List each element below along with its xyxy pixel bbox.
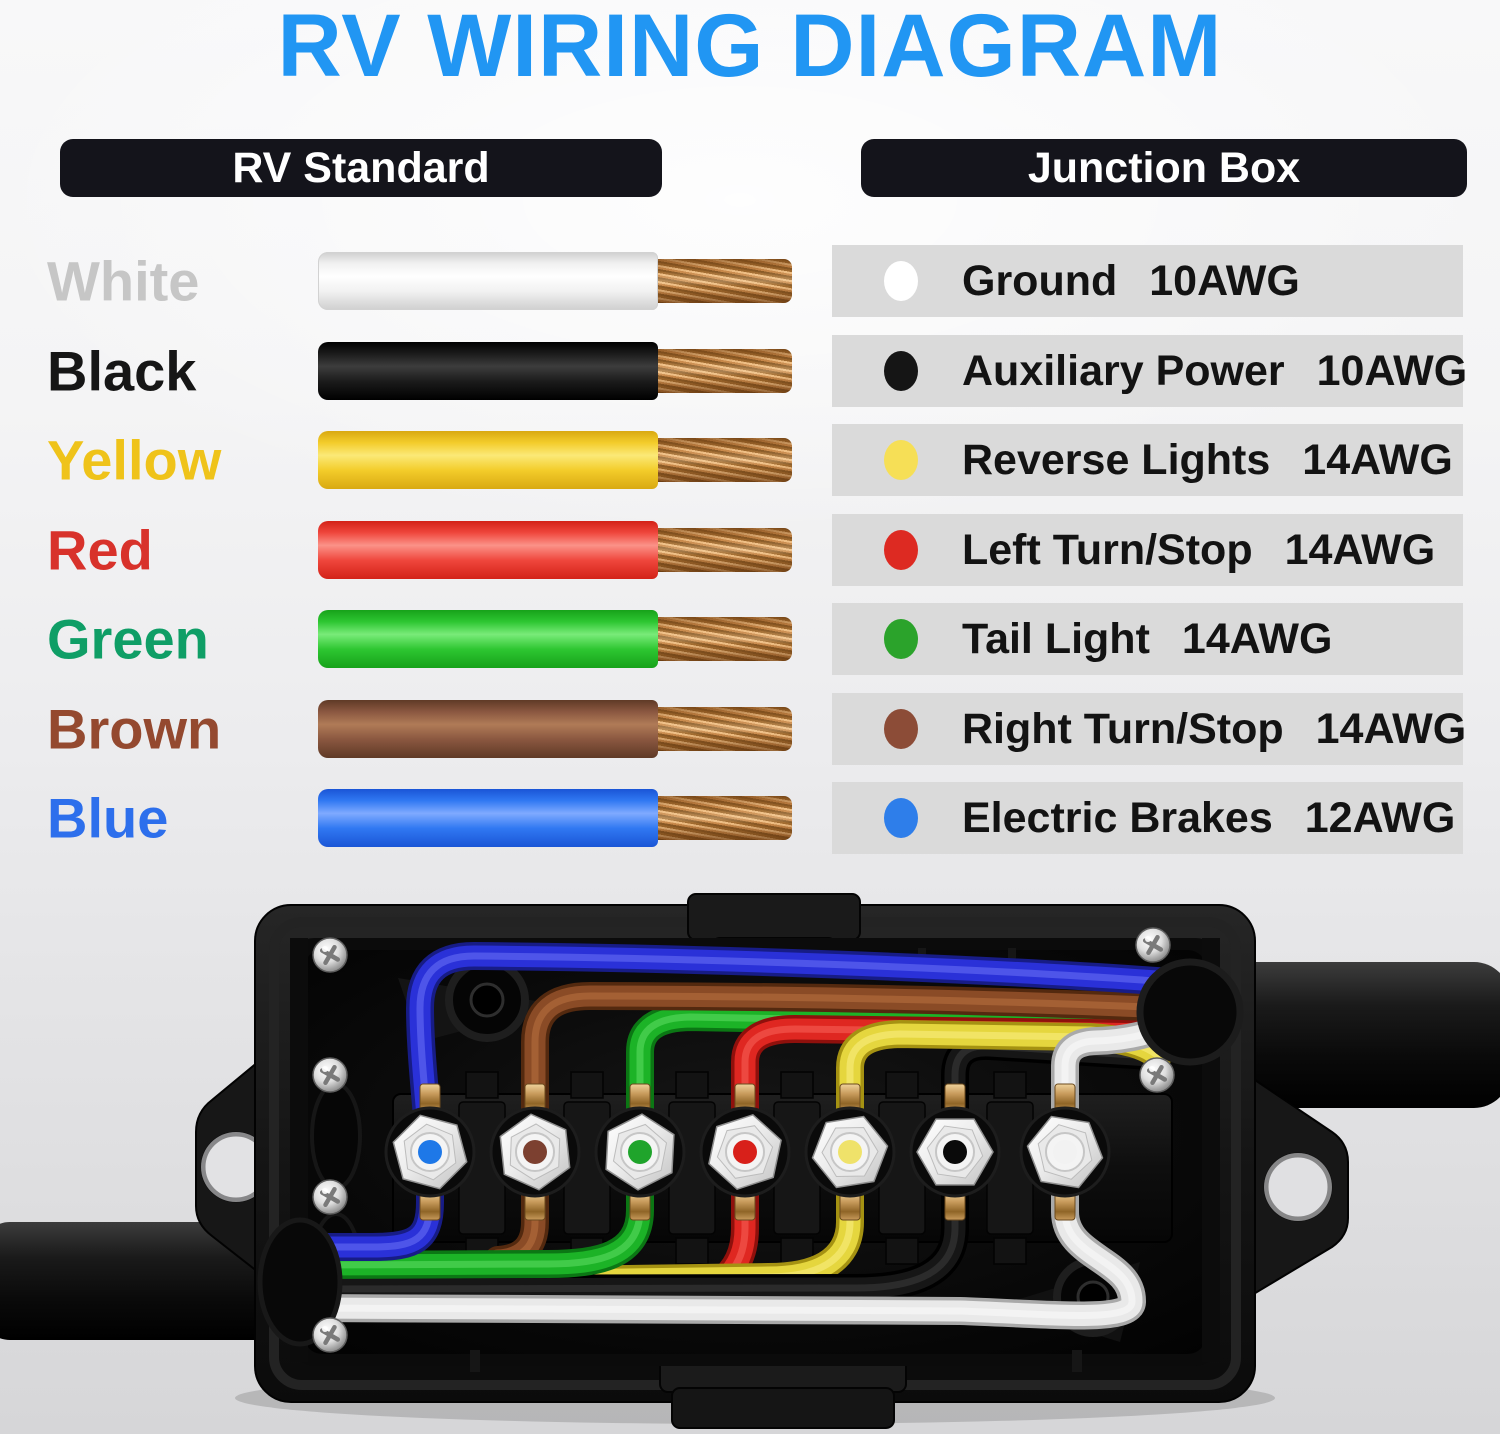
- junction-box-illustration: [0, 893, 1500, 1429]
- wire-label: Red: [47, 518, 153, 582]
- legend-row-electric-brakes: Electric Brakes 12AWG: [832, 782, 1463, 854]
- terminal-red: [699, 1083, 791, 1221]
- legend-gauge: 10AWG: [1149, 256, 1300, 305]
- wire-copper-strands: [656, 617, 792, 661]
- page-title: RV WIRING DIAGRAM: [277, 0, 1223, 95]
- terminal-white: [1019, 1083, 1111, 1221]
- wire-row-red: Red: [0, 519, 810, 582]
- wire-dot: [884, 530, 918, 570]
- wire-label: White: [47, 249, 200, 313]
- terminal-dot-brown: [523, 1140, 547, 1164]
- legend-gauge: 14AWG: [1302, 435, 1453, 484]
- wire-copper-strands: [656, 707, 792, 751]
- terminal-block-terminals: [384, 1083, 1111, 1221]
- terminal-dot-black: [943, 1140, 967, 1164]
- legend-gauge: 14AWG: [1284, 525, 1436, 574]
- wire-row-black: Black: [0, 340, 810, 403]
- wire-dot: [884, 798, 918, 838]
- wire-insulation: [318, 252, 658, 310]
- phillips-screw: [312, 937, 348, 973]
- exit-grommet-right: [1136, 958, 1244, 1066]
- legend-row-tail-light: Tail Light 14AWG: [832, 603, 1463, 675]
- wire-insulation: [318, 342, 658, 400]
- legend-function: Reverse Lights: [962, 435, 1271, 484]
- wire-insulation: [318, 610, 658, 668]
- wire-label: Black: [47, 339, 197, 403]
- wire-label: Brown: [47, 697, 222, 761]
- terminal-dot-yellow: [838, 1140, 862, 1164]
- legend-gauge: 12AWG: [1304, 793, 1456, 842]
- wire-row-brown: Brown: [0, 698, 810, 761]
- terminal-dot-white: [1053, 1140, 1077, 1164]
- wire-copper-strands: [656, 349, 792, 393]
- terminal-black: [909, 1083, 1001, 1221]
- legend-function: Auxiliary Power: [962, 346, 1285, 395]
- wall-rib: [1072, 1350, 1082, 1372]
- phillips-screw: [1139, 1057, 1175, 1093]
- wire-label: Green: [47, 607, 209, 671]
- legend-function: Left Turn/Stop: [962, 525, 1253, 574]
- header-junction-box-label: Junction Box: [1027, 143, 1301, 192]
- legend-row-auxiliary-power: Auxiliary Power 10AWG: [832, 335, 1467, 407]
- wire-copper-strands: [656, 438, 792, 482]
- floor-grommet-top-left: [445, 958, 529, 1042]
- legend-row-left-turn-stop: Left Turn/Stop 14AWG: [832, 514, 1463, 586]
- wire-insulation: [318, 789, 658, 847]
- wire-dot: [884, 351, 918, 391]
- header-rv-standard-label: RV Standard: [232, 143, 490, 192]
- terminal-dot-blue: [418, 1140, 442, 1164]
- mounting-hole-right: [1263, 1152, 1333, 1222]
- wire-row-white: White: [0, 250, 810, 313]
- terminal-dot-green: [628, 1140, 652, 1164]
- cable-clamp-left-upper: [310, 1082, 362, 1190]
- legend-function: Right Turn/Stop: [962, 704, 1284, 753]
- phillips-screw: [312, 1057, 348, 1093]
- legend-row-ground: Ground 10AWG: [832, 245, 1463, 317]
- wire-label: Blue: [47, 786, 169, 850]
- phillips-screw: [1135, 927, 1171, 963]
- header-junction-box: Junction Box: [861, 139, 1467, 197]
- legend-function: Ground: [962, 256, 1118, 305]
- terminal-yellow: [804, 1083, 896, 1221]
- header-rv-standard: RV Standard: [60, 139, 662, 197]
- wire-insulation: [318, 431, 658, 489]
- wire-copper-strands: [656, 259, 792, 303]
- wire-row-green: Green: [0, 608, 810, 671]
- cover-screws: [312, 927, 1175, 1353]
- phillips-screw: [312, 1179, 348, 1215]
- legend-row-right-turn-stop: Right Turn/Stop 14AWG: [832, 693, 1466, 765]
- legend-gauge: 14AWG: [1181, 614, 1333, 663]
- wire-insulation: [318, 521, 658, 579]
- wire-row-yellow: Yellow: [0, 429, 810, 492]
- wire-insulation: [318, 700, 658, 758]
- wire-row-blue: Blue: [0, 787, 810, 850]
- terminal-blue: [384, 1083, 476, 1221]
- wire-dot: [884, 619, 918, 659]
- wire-dot: [884, 440, 918, 480]
- mounting-ear-left: [195, 1059, 272, 1275]
- wire-dot: [884, 261, 918, 301]
- phillips-screw: [312, 1317, 348, 1353]
- legend-function: Electric Brakes: [962, 793, 1273, 842]
- wire-label: Yellow: [47, 428, 222, 492]
- mounting-ear-right: [1251, 1076, 1349, 1297]
- legend-row-reverse-lights: Reverse Lights 14AWG: [832, 424, 1463, 496]
- terminal-brown: [489, 1083, 581, 1221]
- exit-grommet-left: [257, 1217, 343, 1347]
- terminal-dot-red: [733, 1140, 757, 1164]
- legend-gauge: 14AWG: [1315, 704, 1467, 753]
- wire-copper-strands: [656, 528, 792, 572]
- wire-copper-strands: [656, 796, 792, 840]
- legend-function: Tail Light: [962, 614, 1150, 663]
- legend-gauge: 10AWG: [1316, 346, 1468, 395]
- trailer-cable-right: [1180, 962, 1500, 1108]
- wire-dot: [884, 709, 918, 749]
- terminal-green: [594, 1083, 686, 1221]
- wall-rib: [470, 1350, 480, 1372]
